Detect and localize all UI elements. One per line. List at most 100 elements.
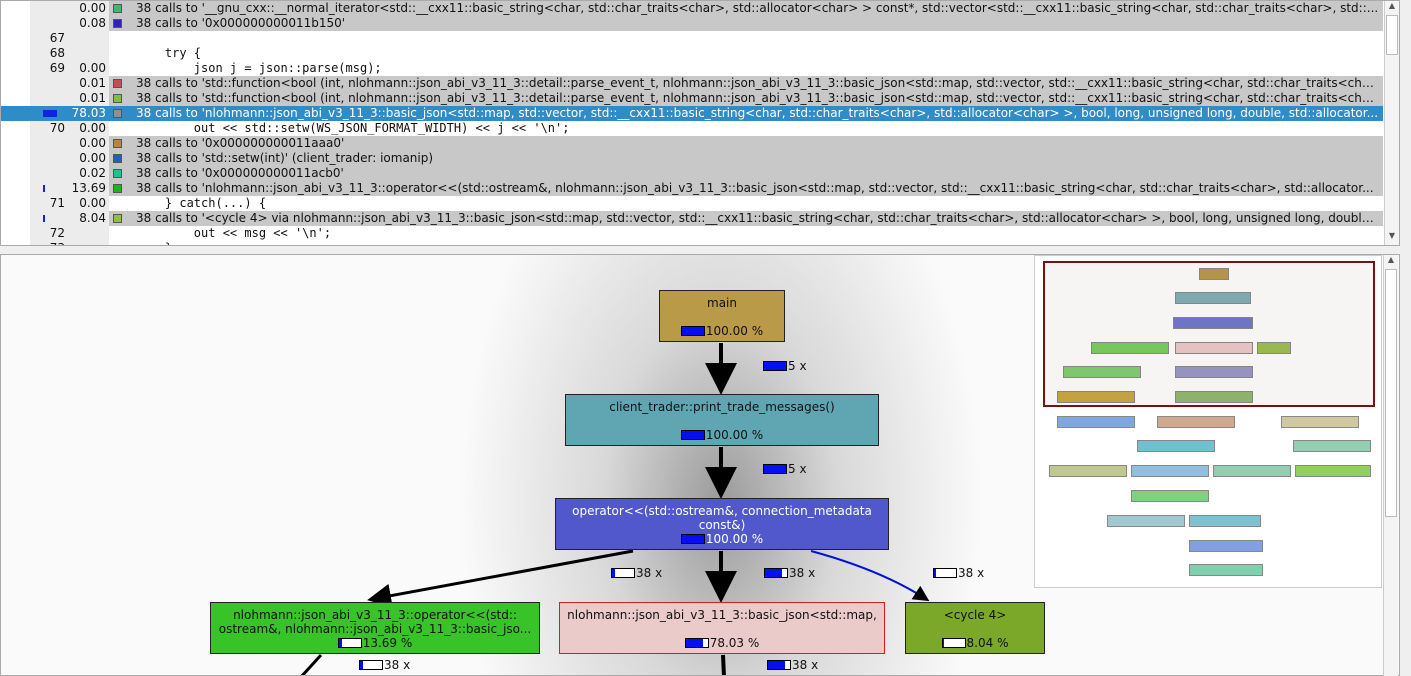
pane-splitter[interactable]	[0, 246, 1411, 254]
scroll-down-icon[interactable]: ▼	[1388, 231, 1396, 240]
edge-basic-child[interactable]	[721, 654, 726, 676]
scrollbar-thumb[interactable]	[1385, 269, 1397, 517]
line-number: 67	[49, 31, 65, 45]
scroll-up-icon[interactable]: ▲	[1388, 1, 1396, 10]
node-cost: 78.03 %	[709, 636, 760, 650]
source-annotation-view: 38 calls to '__gnu_cxx::__normal_iterato…	[0, 0, 1400, 246]
edge-op-jsonop[interactable]	[367, 549, 634, 608]
node-operator-connection-metadata[interactable]: operator<<(std::ostream&, connection_met…	[555, 498, 889, 550]
cost-value: 0.00	[79, 61, 106, 75]
edge-label: 38 x	[359, 659, 410, 671]
call-background	[109, 106, 1383, 121]
call-row[interactable]: 38 calls to 'nlohmann::json_abi_v3_11_3:…	[1, 181, 1383, 196]
function-color-swatch	[113, 214, 122, 223]
cost-cell	[30, 106, 109, 121]
call-graph-edges	[300, 343, 930, 676]
call-text: 38 calls to 'std::function<bool (int, nl…	[136, 91, 1379, 105]
cost-cell	[30, 136, 109, 151]
call-text: 38 calls to '0x000000000011aaa0'	[136, 136, 345, 150]
node-basic-json[interactable]: nlohmann::json_abi_v3_11_3::basic_json<s…	[559, 602, 885, 654]
edge-label: 38 x	[764, 567, 815, 579]
node-label: <cycle 4>	[943, 608, 1007, 622]
edge-jsonop-child[interactable]	[300, 653, 323, 676]
cost-value: 8.04	[79, 211, 106, 225]
scroll-up-icon[interactable]: ▲	[1387, 255, 1395, 264]
node-main[interactable]: main 100.00 %	[659, 290, 785, 342]
function-color-swatch	[113, 154, 122, 163]
cost-bar	[680, 534, 705, 544]
cost-value: 0.02	[79, 166, 106, 180]
cost-bar	[763, 361, 787, 371]
cost-bar	[43, 185, 45, 192]
edge-label: 5 x	[763, 360, 807, 372]
cost-value: 0.00	[79, 121, 106, 135]
call-row[interactable]: 38 calls to '<cycle 4> via nlohmann::jso…	[1, 211, 1383, 226]
call-text: 38 calls to '__gnu_cxx::__normal_iterato…	[136, 1, 1379, 15]
function-color-swatch	[113, 109, 122, 118]
cost-bar	[337, 638, 362, 648]
edge-op-cycle[interactable]	[810, 550, 930, 602]
node-cycle-4[interactable]: <cycle 4> 8.04 %	[905, 602, 1045, 654]
call-background	[109, 91, 1383, 106]
node-label: client_trader::print_trade_messages()	[609, 400, 835, 414]
cost-cell	[30, 91, 109, 106]
cost-cell	[30, 166, 109, 181]
call-row[interactable]: 38 calls to '0x000000000011b150'0.08	[1, 16, 1383, 31]
graph-scrollbar[interactable]: ▲	[1383, 255, 1398, 676]
cost-value: 0.00	[79, 136, 106, 150]
call-background	[109, 166, 1383, 181]
source-line-row[interactable]: 67	[1, 31, 1383, 46]
source-line-row[interactable]: 71 } catch(...) {0.00	[1, 196, 1383, 211]
source-scrollbar[interactable]: ▲ ▼	[1384, 1, 1399, 245]
call-text: 38 calls to 'std::setw(int)' (client_tra…	[136, 151, 434, 165]
cost-bar	[941, 638, 966, 648]
call-background	[109, 76, 1383, 91]
source-line-row[interactable]: 70 out << std::setw(WS_JSON_FORMAT_WIDTH…	[1, 121, 1383, 136]
call-row[interactable]: 38 calls to 'std::function<bool (int, nl…	[1, 76, 1383, 91]
cost-value: 13.69	[71, 181, 106, 195]
cost-value: 0.01	[79, 76, 106, 90]
edge-label: 38 x	[933, 567, 984, 579]
cost-bar	[764, 568, 788, 578]
node-cost: 100.00 %	[705, 532, 764, 546]
call-row[interactable]: 38 calls to '__gnu_cxx::__normal_iterato…	[1, 1, 1383, 16]
function-color-swatch	[113, 4, 122, 13]
cost-value: 0.08	[79, 16, 106, 30]
call-background	[109, 1, 1383, 16]
call-row[interactable]: 38 calls to 'std::setw(int)' (client_tra…	[1, 151, 1383, 166]
node-label: main	[707, 296, 737, 310]
function-color-swatch	[113, 139, 122, 148]
node-json-operator[interactable]: nlohmann::json_abi_v3_11_3::operator<<(s…	[210, 602, 540, 654]
cost-value: 78.03	[71, 106, 106, 120]
call-text: 38 calls to '0x000000000011acb0'	[136, 166, 344, 180]
call-row[interactable]: 38 calls to 'nlohmann::json_abi_v3_11_3:…	[1, 106, 1383, 121]
cost-bar	[680, 326, 705, 336]
function-color-swatch	[113, 184, 122, 193]
node-print-trade-messages[interactable]: client_trader::print_trade_messages() 10…	[565, 394, 879, 446]
call-text: 38 calls to 'nlohmann::json_abi_v3_11_3:…	[136, 181, 1374, 195]
graph-overview-minimap[interactable]	[1034, 255, 1382, 588]
source-line-row[interactable]: 73 }	[1, 241, 1383, 245]
cost-bar	[43, 110, 57, 117]
node-cost: 100.00 %	[705, 324, 764, 338]
scrollbar-thumb[interactable]	[1386, 15, 1398, 55]
call-row[interactable]: 38 calls to 'std::function<bool (int, nl…	[1, 91, 1383, 106]
call-background	[109, 211, 1383, 226]
source-code: try {	[136, 46, 202, 60]
call-row[interactable]: 38 calls to '0x000000000011acb0' 0.02	[1, 166, 1383, 181]
edge-label: 38 x	[767, 659, 818, 671]
source-line-row[interactable]: 69 json j = json::parse(msg);0.00	[1, 61, 1383, 76]
cost-cell	[30, 211, 109, 226]
source-line-row[interactable]: 68 try {	[1, 46, 1383, 61]
cost-cell	[30, 76, 109, 91]
call-graph-view: main 100.00 % client_trader::print_trade…	[0, 254, 1400, 676]
source-line-row[interactable]: 72 out << msg << '\n';	[1, 226, 1383, 241]
call-row[interactable]: 38 calls to '0x000000000011aaa0' 0.00	[1, 136, 1383, 151]
cost-bar	[680, 430, 705, 440]
cost-bar	[684, 638, 709, 648]
cost-value: 0.01	[79, 91, 106, 105]
call-text: 38 calls to 'nlohmann::json_abi_v3_11_3:…	[136, 106, 1379, 120]
minimap-viewport[interactable]	[1043, 261, 1375, 407]
cost-cell	[30, 241, 109, 245]
cost-cell	[30, 226, 109, 241]
